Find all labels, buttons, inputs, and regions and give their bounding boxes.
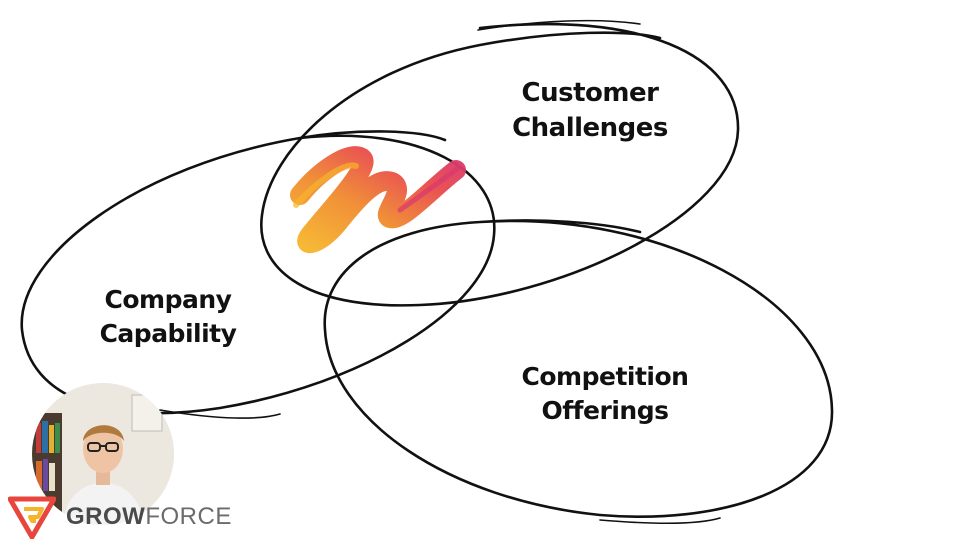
brushstroke-squiggle — [290, 146, 466, 254]
presenter-figure-icon — [32, 383, 174, 525]
label-competition-offerings: Competition Offerings — [521, 362, 689, 425]
ellipse-competition-offerings — [323, 219, 834, 524]
growforce-logo-icon — [8, 496, 56, 539]
label-company-capability: Company Capability — [99, 285, 237, 348]
brand-name: GROWFORCE — [66, 503, 232, 530]
label-customer-challenges: Customer Challenges — [512, 78, 668, 144]
ellipse-company-capability — [20, 130, 496, 419]
presenter-avatar — [32, 383, 174, 525]
brand-logo: GROWFORCE — [8, 494, 232, 540]
ellipse-customer-challenges — [260, 19, 740, 307]
